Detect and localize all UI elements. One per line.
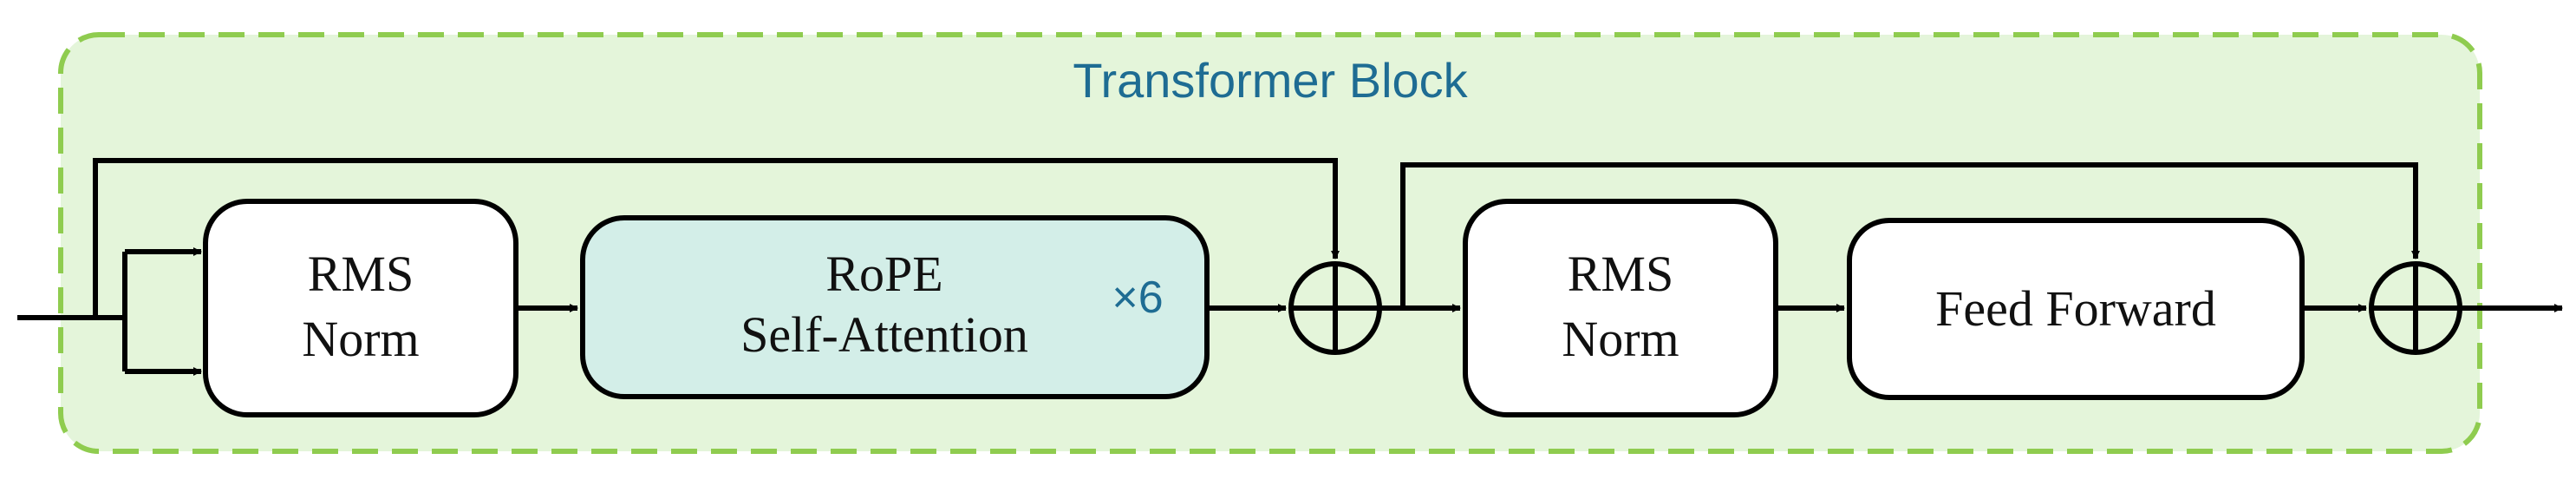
self-attention-label-line2: Self-Attention <box>740 306 1028 363</box>
rms-norm-1-label-line2: Norm <box>302 311 419 367</box>
residual-add-1-icon <box>1288 261 1382 355</box>
transformer-block-title: Transformer Block <box>1073 53 1468 108</box>
rms-norm-1-label-line1: RMS <box>308 246 414 302</box>
feed-forward-label: Feed Forward <box>1935 280 2216 337</box>
residual-add-2-icon <box>2369 261 2462 355</box>
self-attention-label-line1: RoPE <box>825 246 942 302</box>
repeat-count-label: ×6 <box>1112 273 1163 323</box>
rms-norm-2-label-line2: Norm <box>1562 311 1679 367</box>
connector-lines <box>17 158 2563 376</box>
residual-skip-1 <box>93 158 1340 318</box>
rms-norm-2-box <box>1463 199 1778 417</box>
residual-skip-2 <box>1400 162 2420 308</box>
rms-norm-2-label-line1: RMS <box>1568 246 1674 302</box>
rms-norm-1-box <box>203 199 518 417</box>
